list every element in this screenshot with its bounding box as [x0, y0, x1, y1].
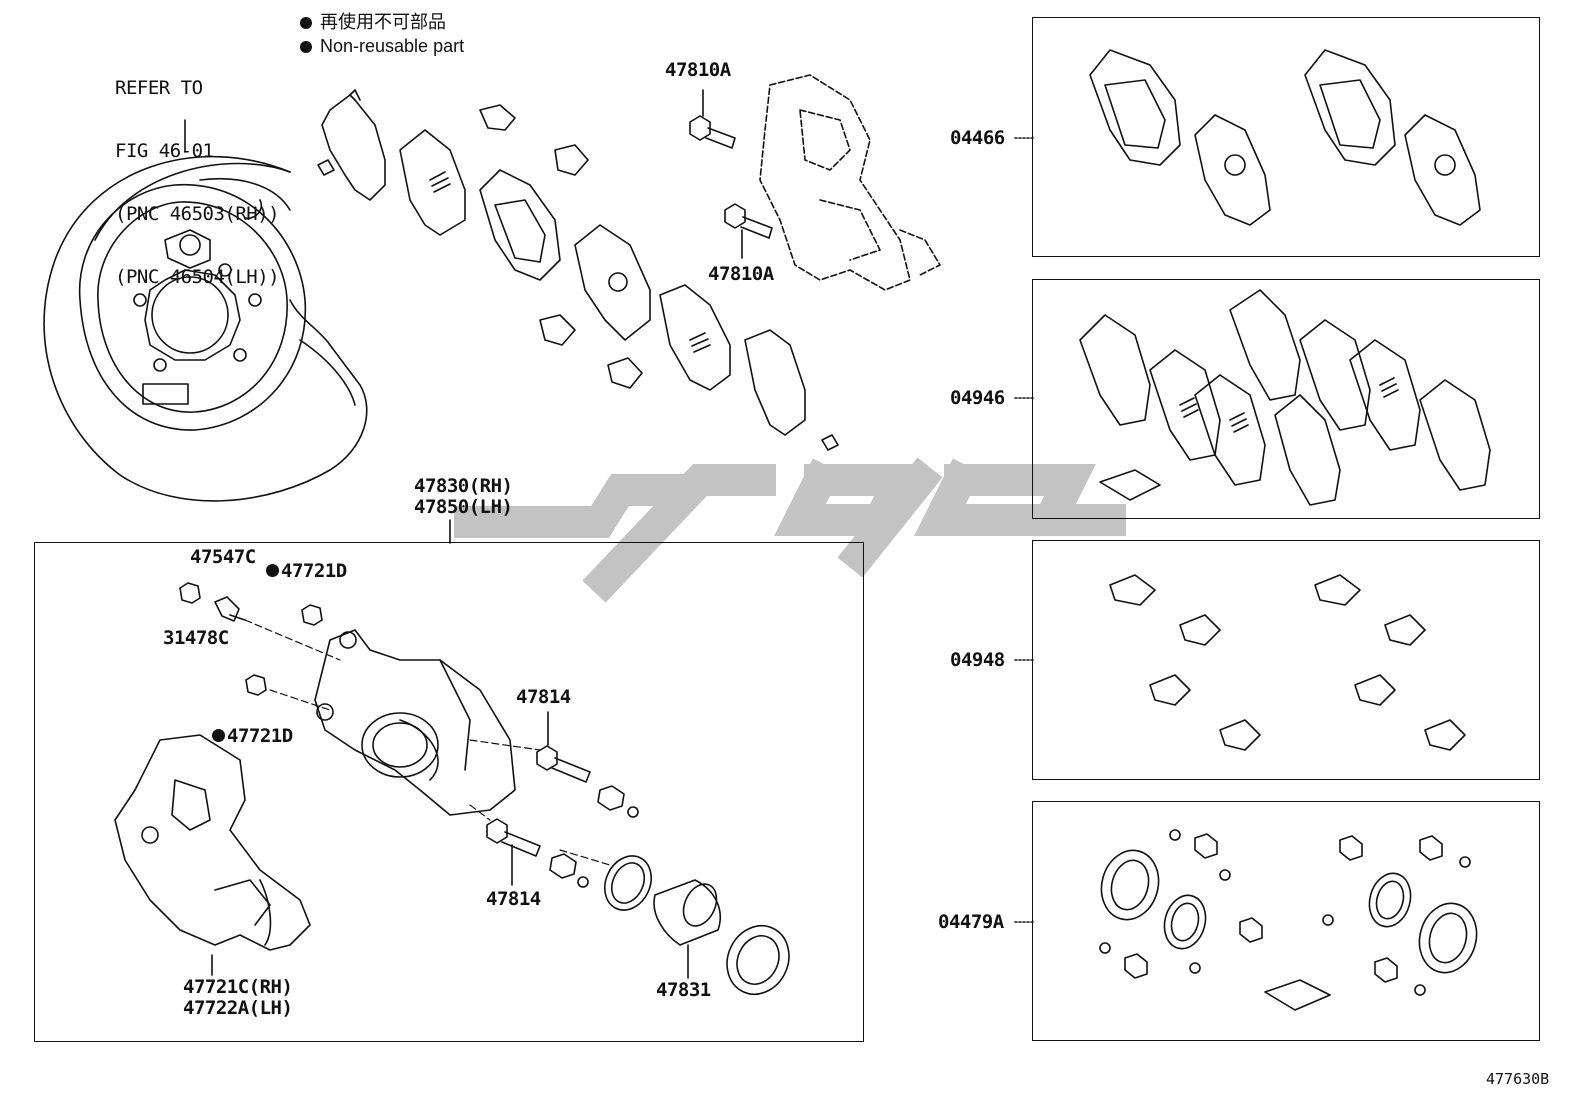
assembly-leaders: [244, 619, 611, 866]
slide-pins: [486, 711, 639, 888]
part-label-04948[interactable]: 04948: [950, 649, 1005, 671]
part-label-47850[interactable]: 47850(LH): [414, 496, 513, 518]
kit-box-04479a: [1032, 801, 1540, 1041]
legend-row-en: Non-reusable part: [300, 34, 464, 58]
caliper-carrier: [114, 734, 311, 976]
watermark-logo: [454, 457, 1126, 603]
legend-text-en: Non-reusable part: [320, 36, 465, 56]
caliper-body: [314, 629, 516, 816]
part-label-47810a-mid[interactable]: 47810A: [708, 263, 774, 285]
figure-number: 477630B: [1486, 1070, 1550, 1088]
piston-set: [604, 855, 790, 995]
part-label-04946[interactable]: 04946: [950, 387, 1005, 409]
refer-line: FIG 46-01: [115, 140, 214, 162]
caliper-assembly-box: [34, 542, 864, 1042]
kit-box-04466: [1032, 17, 1540, 257]
part-label-04466[interactable]: 04466: [950, 127, 1005, 149]
refer-line: (PNC 46504(LH)): [115, 266, 280, 288]
kit-box-04946: [1032, 279, 1540, 519]
part-label-47830[interactable]: 47830(RH): [414, 475, 513, 497]
legend-row-jp: 再使用不可部品: [300, 10, 464, 34]
legend: 再使用不可部品 Non-reusable part: [300, 10, 464, 58]
part-label-47810a-top[interactable]: 47810A: [665, 59, 731, 81]
mount-bracket: [759, 74, 941, 291]
part-label-04479a[interactable]: 04479A: [938, 911, 1004, 933]
part-label-47721c[interactable]: 47721C(RH): [183, 976, 293, 998]
non-reusable-marker-icon: [212, 729, 225, 742]
kit-04946-drawing: [1014, 289, 1491, 506]
kit-04466-drawing: [1014, 49, 1481, 226]
part-label-47814-bot[interactable]: 47814: [486, 888, 541, 910]
refer-line: (PNC 46503(RH)): [115, 203, 280, 225]
refer-line: REFER TO: [115, 77, 203, 99]
bullet-icon: [300, 41, 312, 53]
small-caliper-parts: [179, 582, 323, 696]
bolt-47810a: [689, 89, 773, 259]
upper-pad-group: [317, 89, 839, 451]
part-label-text: 47721D: [281, 560, 347, 582]
bullet-icon: [300, 17, 312, 29]
dust-shield-drawing: [43, 119, 368, 502]
part-label-text: 47721D: [227, 725, 293, 747]
part-label-31478c[interactable]: 31478C: [163, 627, 229, 649]
part-label-47721d-mid[interactable]: 47721D: [212, 726, 293, 747]
legend-text-jp: 再使用不可部品: [320, 12, 446, 32]
kit-04479a-drawing: [1014, 829, 1478, 1011]
kit-04948-drawing: [1014, 574, 1466, 751]
part-label-47721d-top[interactable]: 47721D: [266, 561, 347, 582]
part-label-47547c[interactable]: 47547C: [190, 546, 256, 568]
part-label-47831[interactable]: 47831: [656, 979, 711, 1001]
part-label-47722a[interactable]: 47722A(LH): [183, 997, 293, 1019]
part-label-47814-top[interactable]: 47814: [516, 686, 571, 708]
kit-box-04948: [1032, 540, 1540, 780]
refer-note: REFER TO FIG 46-01 (PNC 46503(RH)) (PNC …: [115, 36, 280, 309]
non-reusable-marker-icon: [266, 564, 279, 577]
